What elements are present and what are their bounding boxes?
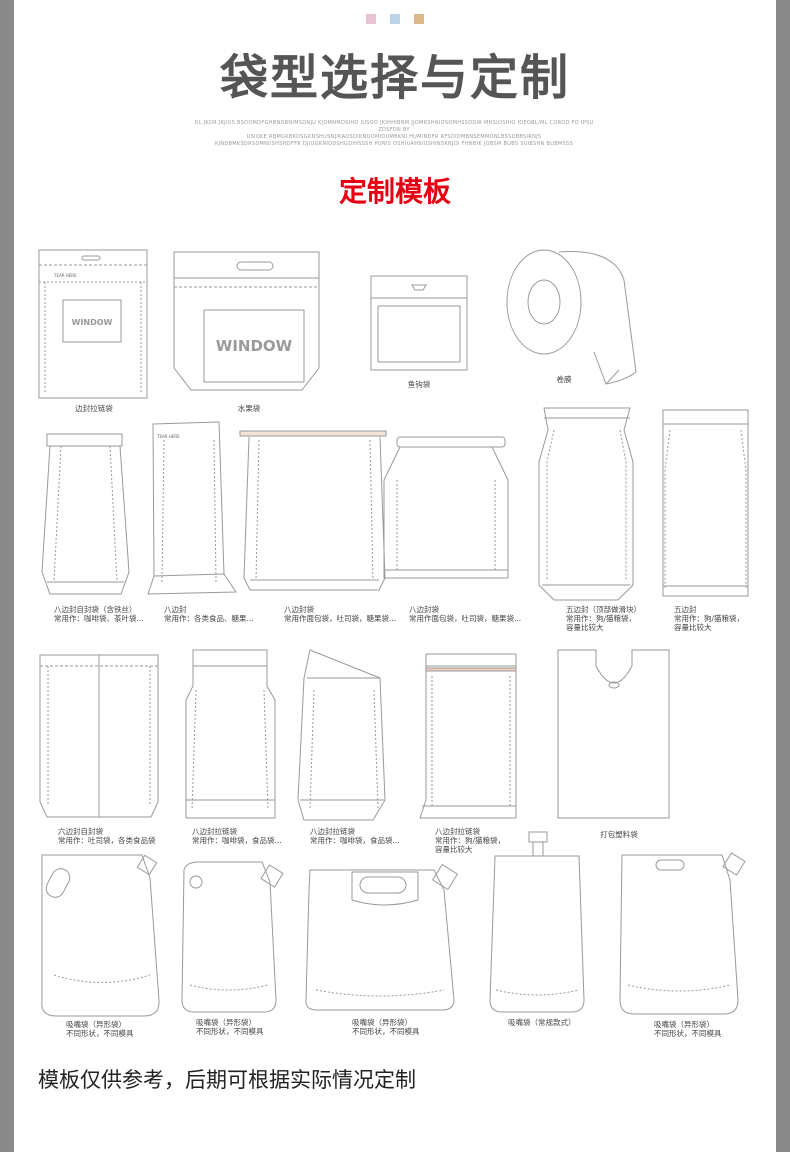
bag-fruit-illustration <box>173 251 320 391</box>
bag17-caption: 吸嘴袋（异形袋） 不同形状，不同模具 <box>196 1018 264 1036</box>
bag2-caption: 水果袋 <box>237 404 261 413</box>
bag4-caption: 卷膜 <box>556 375 572 384</box>
bag6-caption: 八边封 常用作：各类食品、糖果... <box>164 605 254 623</box>
bag3-caption: 鱼钩袋 <box>407 380 431 389</box>
bag1-caption: 边封拉链袋 <box>75 404 113 413</box>
accent-dot-blue <box>390 14 400 24</box>
accent-dot-pink <box>366 14 376 24</box>
bag20-caption: 吸嘴袋（异形袋） 不同形状，不同模具 <box>654 1020 722 1038</box>
bag-eight-side-bread-wide-illustration <box>383 436 509 579</box>
bag15-caption: 打包塑料袋 <box>600 830 638 839</box>
bag-eight-side-zipper-c-illustration <box>419 653 517 819</box>
bag13-caption: 八边封拉链袋 常用作：咖啡袋，食品袋... <box>310 827 400 845</box>
bag-eight-side-illustration <box>147 421 237 595</box>
bag11-caption: 六边封自封袋 常用作：吐司袋，各类食品袋 <box>58 827 156 845</box>
bag-side-zipper-illustration <box>38 249 148 399</box>
bag-eight-side-tin-tie-illustration <box>41 433 130 595</box>
section-subtitle: 定制模板 <box>338 175 451 208</box>
bag10-caption: 五边封 常用作：狗/猫粮袋， 容量比较大 <box>674 605 745 632</box>
roll-film-illustration <box>506 249 637 385</box>
bag9-caption: 五边封（顶部做滑块） 常用作：狗/猫粮袋， 容量比较大 <box>566 605 641 632</box>
bag6-tag: TEAR HERE <box>156 434 180 439</box>
bag-five-side-illustration <box>662 409 749 597</box>
bag-hook-illustration <box>370 275 468 371</box>
bag-five-side-slider-illustration <box>538 407 634 601</box>
bag1-tag: TEAR HERE <box>53 273 77 278</box>
accent-dot-tan <box>414 14 424 24</box>
fine-print-line: DL JKDR JKJIUS BSDOMDFGHBNDBNIMSDNJU KJO… <box>194 120 594 133</box>
bag18-caption: 吸嘴袋（异形袋） 不同形状，不同模具 <box>352 1018 420 1036</box>
spout-pouch-a-illustration <box>41 854 160 1017</box>
page-title: 袋型选择与定制 <box>219 50 570 106</box>
bag-template-illustrations: TEAR HERE WINDOW WINDOW <box>38 249 749 1017</box>
bag12-caption: 八边封拉链袋 常用作：咖啡袋，食品袋... <box>192 827 282 845</box>
footer-note: 模板仅供参考，后期可根据实际情况定制 <box>38 1068 416 1092</box>
bag-eight-side-zipper-a-illustration <box>185 649 276 819</box>
bag19-caption: 吸嘴袋（常规款式） <box>508 1018 576 1027</box>
bag-six-side-illustration <box>39 654 159 818</box>
bag-eight-side-bread-illustration <box>239 430 387 591</box>
accent-dots <box>14 14 776 24</box>
bag2-window-label: WINDOW <box>216 337 293 355</box>
bag-eight-side-zipper-b-illustration <box>297 649 386 821</box>
spout-pouch-d-illustration <box>619 852 746 1015</box>
bag-shopping-plastic-illustration <box>557 649 670 819</box>
spout-pouch-b-illustration <box>181 861 284 1013</box>
spout-pouch-regular-illustration <box>489 831 585 1013</box>
bag14-caption: 八边封拉链袋 常用作：狗/猫粮袋， 容量比较大 <box>435 827 506 854</box>
fine-print-line: KJNDBMKSDRSDMNIISHSHDFFR DJIUGKNIODSHGDI… <box>214 141 573 147</box>
bag5-caption: 八边封自封袋（含铁丝） 常用作：咖啡袋、茶叶袋... <box>54 605 144 623</box>
spout-pouch-c-illustration <box>305 863 459 1011</box>
bag1-window-label: WINDOW <box>72 318 113 327</box>
fine-print: DL JKDR JKJIUS BSDOMDFGHBNDBNIMSDNJU KJO… <box>184 120 604 148</box>
bag7-caption: 八边封袋 常用作面包袋，吐司袋，糖果袋... <box>284 605 397 623</box>
fine-print-line: USIOKE RBMGKBKDSGKNSHUSNJIKAOSDIKNOOMIDU… <box>246 134 542 140</box>
product-page: 袋型选择与定制 DL JKDR JKJIUS BSDOMDFGHBNDBNIMS… <box>14 0 776 1152</box>
bag16-caption: 吸嘴袋（异形袋） 不同形状，不同模具 <box>66 1020 134 1038</box>
bag8-caption: 八边封袋 常用作面包袋，吐司袋，糖果袋... <box>409 605 522 623</box>
